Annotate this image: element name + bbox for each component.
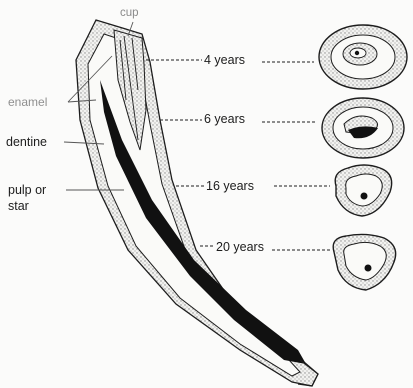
enamel-label: enamel — [8, 95, 47, 109]
cup-label: cup — [120, 6, 139, 20]
tooth-longitudinal-section — [76, 20, 318, 386]
pulp-label-line2: star — [8, 199, 29, 213]
age-label-16-years: 16 years — [206, 179, 254, 193]
age-label-6-years: 6 years — [204, 112, 245, 126]
age-label-20-years: 20 years — [216, 240, 264, 254]
cross-section-6-years — [322, 98, 404, 158]
pulp-label-line1: pulp or — [8, 183, 46, 197]
cross-section-16-years — [335, 165, 391, 216]
age-label-4-years: 4 years — [204, 53, 245, 67]
dentine-label: dentine — [6, 135, 47, 149]
cross-section-20-years — [333, 234, 395, 290]
cross-section-4-years — [319, 25, 407, 89]
